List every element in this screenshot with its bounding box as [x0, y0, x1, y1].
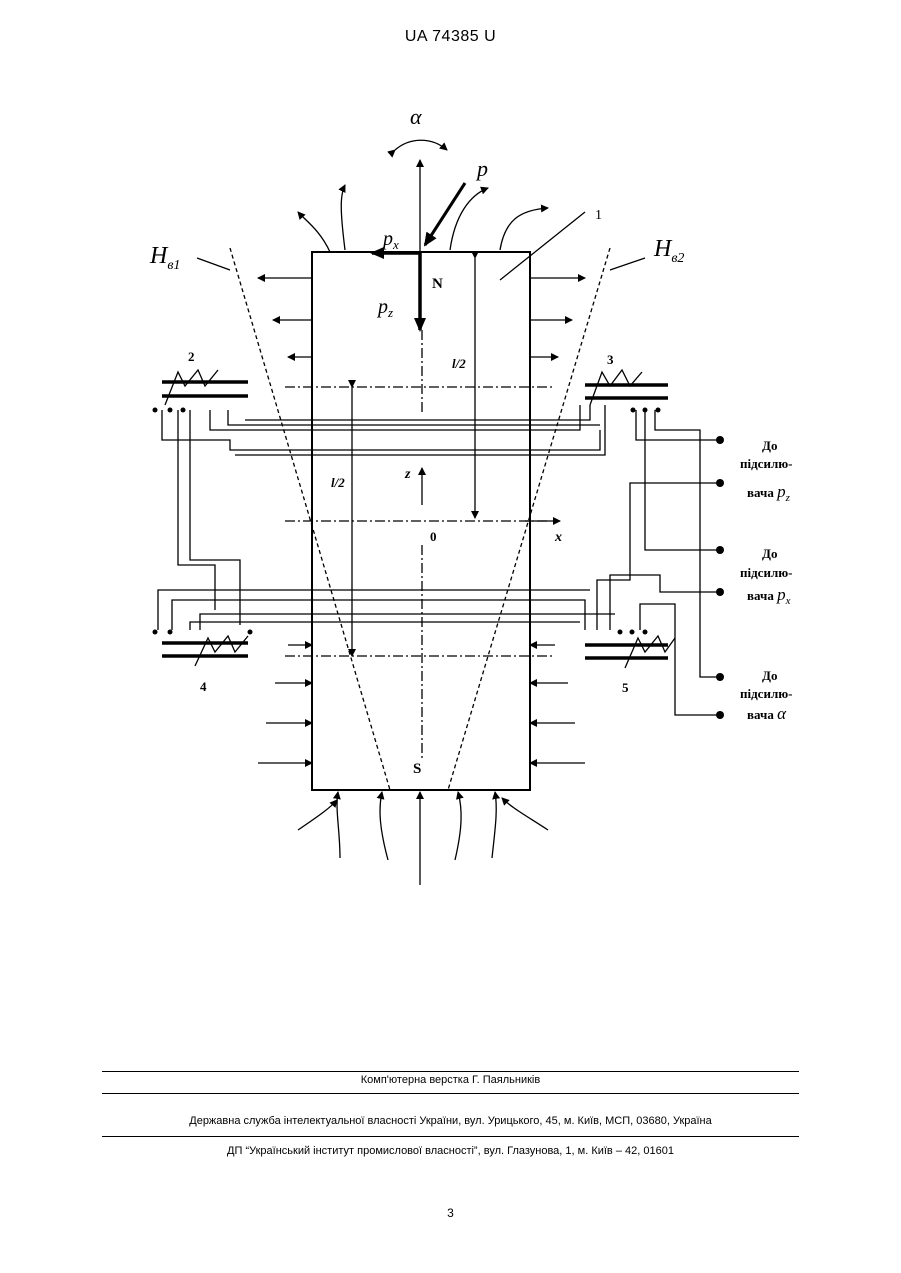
- svg-text:До: До: [762, 546, 777, 561]
- field-line: [298, 212, 330, 252]
- svg-text:вача px: вача px: [747, 585, 791, 607]
- svg-text:підсилю-: підсилю-: [740, 686, 793, 701]
- field-line: [341, 185, 345, 250]
- coil-terminals: [153, 408, 725, 720]
- page-number: 3: [0, 1206, 901, 1220]
- field-boundary-left: [230, 248, 390, 790]
- alpha-rotation-arrow: [395, 140, 447, 150]
- label-coil-3: 3: [607, 352, 614, 367]
- svg-text:вача pz: вача pz: [747, 482, 791, 504]
- label-south: S: [413, 761, 421, 777]
- label-half-l-top: l/2: [452, 356, 466, 371]
- svg-text:підсилю-: підсилю-: [740, 565, 793, 580]
- label-coil-2: 2: [188, 349, 195, 364]
- label-coil-4: 4: [200, 679, 207, 694]
- amplifier-label-px: До підсилю- вача px: [740, 546, 793, 607]
- amplifier-label-alpha: До підсилю- вача α: [740, 668, 793, 723]
- label-north: N: [432, 276, 443, 292]
- label-part-1: 1: [595, 208, 602, 223]
- force-p-arrow: [425, 183, 465, 245]
- field-line: [500, 208, 548, 250]
- label-pz: pz: [376, 296, 393, 320]
- divider: [102, 1071, 799, 1072]
- patent-diagram: α p px pz N S 1 Hв1 Hв2 l/2 l/2 z 0 x 2 …: [0, 0, 901, 1000]
- service-address: Державна служба інтелектуальної власност…: [0, 1115, 901, 1127]
- institute-address: ДП “Український інститут промислової вла…: [0, 1145, 901, 1157]
- coil-4: [158, 590, 615, 666]
- label-coil-5: 5: [622, 680, 629, 695]
- label-x: x: [554, 530, 562, 545]
- label-half-l-left: l/2: [331, 475, 345, 490]
- coil-2: [162, 370, 600, 625]
- label-origin: 0: [430, 529, 437, 544]
- svg-text:До: До: [762, 438, 777, 453]
- label-p: p: [475, 156, 488, 181]
- layout-credit: Комп'ютерна верстка Г. Паяльників: [0, 1074, 901, 1086]
- label-px: px: [381, 228, 399, 252]
- label-hb2: Hв2: [653, 236, 684, 266]
- svg-text:До: До: [762, 668, 777, 683]
- divider: [102, 1093, 799, 1094]
- divider: [102, 1136, 799, 1137]
- svg-text:підсилю-: підсилю-: [740, 456, 793, 471]
- amplifier-label-pz: До підсилю- вача pz: [740, 438, 793, 504]
- label-z: z: [404, 467, 411, 482]
- leader-1: [500, 212, 585, 280]
- svg-text:вача α: вача α: [747, 704, 787, 723]
- label-alpha: α: [410, 104, 422, 129]
- label-hb1: Hв1: [149, 243, 180, 273]
- coil-5: [585, 483, 718, 715]
